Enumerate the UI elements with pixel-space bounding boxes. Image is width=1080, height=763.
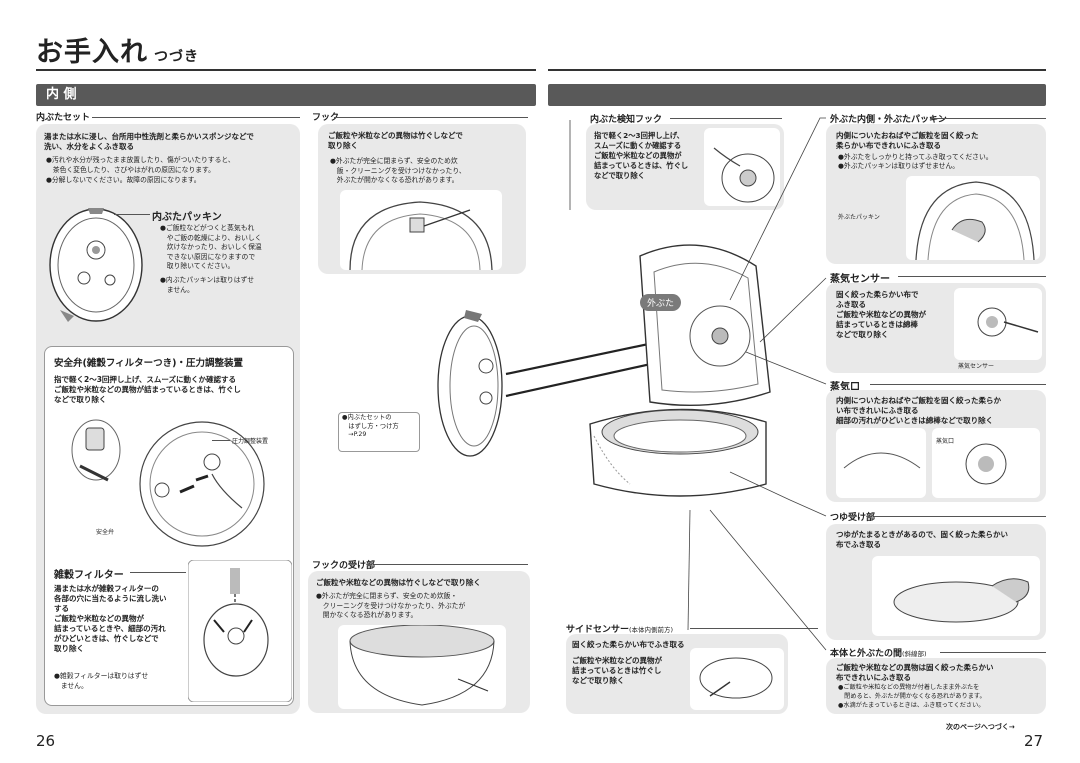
inner-lid-set-instruction: 湯または水に浸し、台所用中性洗剤と柔らかいスポンジなどで 洗い、水分をよくふき取… [44, 132, 254, 151]
packing-note-1: ●ご飯粒などがつくと蒸気もれ やご飯の乾燥により、おいしく 炊けなかったり、おい… [160, 224, 262, 270]
grain-filter-illustration [188, 560, 292, 702]
side-sensor-heading: サイドセンサー(本体内側前方) [566, 625, 674, 635]
section-band-right [548, 84, 1046, 106]
detect-hook-heading: 内ぶた検知フック [590, 115, 663, 125]
outer-packing-label: 外ぶたパッキン [838, 214, 880, 221]
pressure-regulator-label: 圧力調整装置 [232, 438, 269, 445]
callout-leader-lines [569, 117, 827, 651]
side-sensor-heading-sub: (本体内側前方) [629, 626, 674, 634]
dew-tray-illustration [872, 556, 1040, 636]
section-band-left: 内 側 [36, 84, 536, 106]
reference-box-text[interactable]: ●内ぶたセットの はずし方・つけ方 →P.29 [342, 414, 399, 438]
title-rule-left [36, 69, 536, 71]
hook-receiver-leader [374, 564, 528, 565]
outer-inner-note-1: ●外ぶたをしっかりと持ってふき取ってください。 [838, 153, 993, 161]
steam-sensor-instruction: 固く絞った柔らかい布で ふき取る ご飯粒や米粒などの異物が 詰まっているときは綿… [836, 290, 926, 339]
hook-instruction: ご飯粒や米粒などの異物は竹ぐしなどで 取り除く [328, 131, 463, 150]
pressure-leader [212, 440, 230, 441]
hook-note: ●外ぶたが完全に閉まらず、安全のため炊 飯・クリーニングを受けつけなかったり、 … [330, 157, 466, 184]
safety-valve-title: 安全弁(雑穀フィルターつき)・圧力調整装置 [54, 358, 243, 369]
dew-tray-heading: つゆ受け部 [830, 513, 876, 523]
detect-hook-leader [670, 118, 782, 119]
steam-sensor-illustration [954, 288, 1042, 360]
steam-sensor-leader [898, 276, 1046, 277]
detached-inner-lid-illustration [437, 310, 503, 457]
page-title-suffix: つづき [154, 49, 199, 65]
steam-sensor-label: 蒸気センサー [958, 363, 995, 370]
gap-panel [826, 658, 1046, 714]
packing-leader [114, 214, 150, 215]
gap-heading: 本体と外ぶたの間(斜線部) [830, 649, 927, 659]
steam-port-leader [870, 384, 1046, 385]
dew-tray-instruction: つゆがたまるときがあるので、固く絞った柔らかい 布でふき取る [836, 530, 1008, 549]
continue-next-page[interactable]: 次のページへつづく→ [946, 723, 1015, 731]
reference-box [338, 412, 420, 452]
outer-lid-badge: 外ぶた [640, 294, 682, 311]
steam-port-label: 蒸気口 [936, 438, 955, 445]
outer-inner-instruction: 内側についたおねばやご飯粒を固く絞った 柔らかい布できれいにふき取る [836, 131, 979, 150]
heading-leader [92, 117, 300, 118]
page-number-right: 27 [1024, 732, 1044, 750]
side-sensor-leader [690, 628, 818, 629]
side-sensor-instruction-1: 固く絞った柔らかい布でふき取る [572, 640, 685, 649]
page-number-left: 26 [36, 732, 56, 750]
packing-note-2: ●内ぶたパッキンは取りはずせ ません。 [160, 276, 255, 294]
detect-hook-instruction: 指で軽く2〜3回押し上げ、 スムーズに動くか確認する ご飯粒や米粒などの異物が … [594, 131, 689, 180]
inner-lid-note-2: ●分解しないでください。故障の原因になります。 [46, 176, 201, 184]
outer-inner-note-2: ●外ぶたパッキンは取りはずせません。 [838, 162, 960, 170]
hook-illustration [340, 190, 502, 270]
hook-receiver-note: ●外ぶたが完全に閉まらず、安全のため炊飯・ クリーニングを受けつけなかったり、外… [316, 592, 466, 619]
gap-leader [940, 652, 1046, 653]
inner-lid-packing-title: 内ぶたパッキン [152, 212, 222, 223]
side-sensor-instruction-2: ご飯粒や米粒などの異物が 詰まっているときは竹ぐし などで取り除く [572, 656, 662, 685]
side-sensor-illustration [690, 648, 784, 710]
gap-note-2: ●水滴がたまっているときは、ふき取ってください。 [838, 702, 985, 709]
hook-heading-leader [334, 117, 528, 118]
steam-sensor-heading: 蒸気センサー [830, 274, 890, 285]
grain-filter-title: 雑穀フィルター [54, 570, 124, 581]
gap-note-1: ●ご飯粒や米粒などの異物が付着したまま外ぶたを 閉めると、外ぶたが開かなくなる恐… [838, 684, 986, 700]
grain-filter-instruction: 湯または水が雑穀フィルターの 各部の穴に当たるように流し洗い する ご飯粒や米粒… [54, 584, 167, 653]
outer-inner-leader [930, 118, 1046, 119]
inner-lid-note-1: ●汚れや水分が残ったまま放置したり、傷がついたりすると、 茶色く変色したり、さび… [46, 156, 235, 174]
grain-filter-note: ●雑穀フィルターは取りはずせ ません。 [54, 672, 149, 690]
outer-inner-heading: 外ぶた内側・外ぶたパッキン [830, 115, 947, 125]
detect-hook-illustration [704, 128, 780, 206]
hook-receiver-illustration [338, 625, 506, 709]
safety-valve-illustration [71, 419, 265, 547]
gap-instruction: ご飯粒や米粒などの異物は固く絞った柔らかい 布できれいにふき取る [836, 663, 994, 682]
hook-receiver-heading: フックの受け部 [312, 561, 376, 571]
safety-valve-label: 安全弁 [96, 529, 115, 536]
steam-port-illustration [836, 428, 1040, 498]
dew-tray-leader [874, 516, 1046, 517]
inner-lid-illustration [49, 208, 143, 322]
safety-valve-instruction: 指で軽く2〜3回押し上げ、スムーズに動くか確認する ご飯粒や米粒などの異物が詰ま… [54, 375, 241, 404]
steam-port-instruction: 内側についたおねばやご飯粒を固く絞った柔らか い布できれいにふき取る 細部の汚れ… [836, 396, 1001, 425]
inner-lid-set-heading: 内ぶたセット [36, 113, 91, 123]
gap-heading-sub: (斜線部) [902, 650, 927, 658]
hook-heading: フック [312, 113, 340, 123]
outer-inner-illustration [906, 176, 1040, 260]
title-rule-right [548, 69, 1046, 71]
section-label: 内 側 [46, 87, 77, 102]
steam-port-heading: 蒸気口 [830, 382, 860, 393]
page-title: お手入れつづき [36, 37, 199, 68]
hook-receiver-instruction: ご飯粒や米粒などの異物は竹ぐしなどで取り除く [316, 578, 481, 587]
filter-leader [130, 572, 186, 573]
